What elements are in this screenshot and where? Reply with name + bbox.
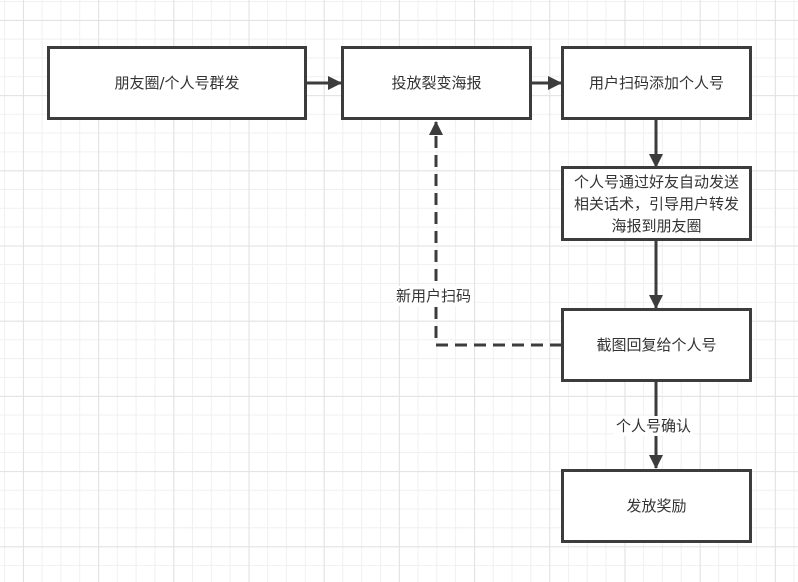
node-label: 发放奖励: [626, 497, 687, 515]
node-label: 用户扫码添加个人号: [588, 74, 724, 92]
node-fission-poster[interactable]: 投放裂变海报: [341, 46, 532, 120]
edge-n5-n2-dashed: [429, 121, 562, 347]
node-auto-message[interactable]: 个人号通过好友自动发送相关话术，引导用户转发海报到朋友圈: [561, 166, 752, 241]
edge-label-new-user-scan: 新用户扫码: [394, 286, 474, 306]
node-screenshot-reply[interactable]: 截图回复给个人号: [561, 308, 752, 382]
node-label: 朋友圈/个人号群发: [114, 74, 240, 92]
edge-label-confirm: 个人号确认: [614, 416, 694, 436]
node-moments-broadcast[interactable]: 朋友圈/个人号群发: [47, 46, 307, 120]
node-label: 截图回复给个人号: [596, 336, 717, 354]
node-reward[interactable]: 发放奖励: [561, 469, 752, 543]
node-label: 个人号通过好友自动发送相关话术，引导用户转发海报到朋友圈: [574, 172, 740, 235]
node-scan-add[interactable]: 用户扫码添加个人号: [561, 46, 752, 120]
node-label: 投放裂变海报: [391, 74, 482, 92]
